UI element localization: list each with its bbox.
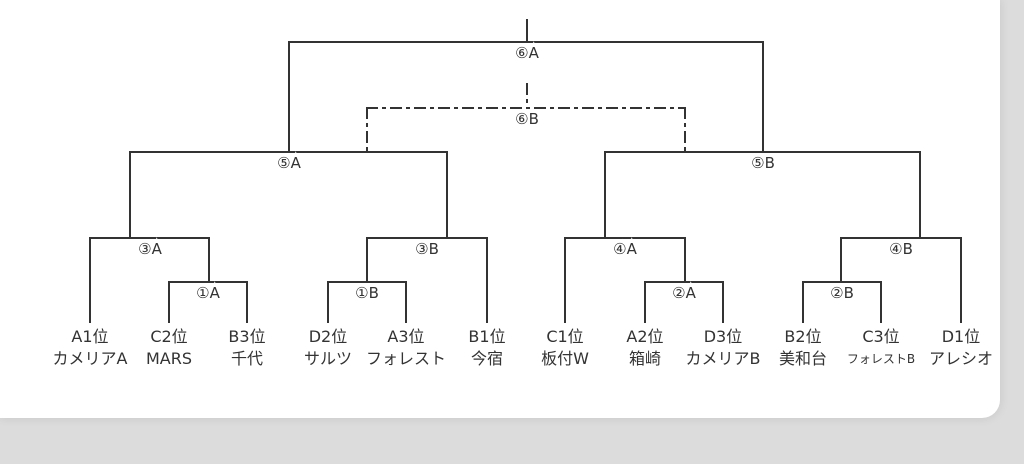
team-name: MARS: [146, 349, 192, 368]
team-seed: A3位: [387, 327, 424, 346]
match-label-4b: ④B: [889, 240, 913, 258]
team-name: フォレストB: [847, 352, 915, 366]
match-label-final-b: ⑥B: [515, 110, 539, 128]
team-seed: B1位: [468, 327, 505, 346]
match-labels: ⑥A ⑥B ⑤A ⑤B ③A ③B ④A ④B ①A ①B ②A ②B: [136, 42, 916, 305]
match-label-3a: ③A: [138, 240, 162, 258]
team-seed: D3位: [704, 327, 743, 346]
team-seed: A1位: [71, 327, 108, 346]
team-name: カメリアB: [686, 349, 761, 368]
team-name: 箱崎: [629, 349, 661, 368]
match-label-1b: ①B: [355, 284, 379, 302]
team-name: 今宿: [471, 349, 503, 368]
team-seed: A2位: [626, 327, 663, 346]
team-name: 千代: [231, 349, 263, 368]
team-seed: D1位: [942, 327, 981, 346]
team-seed: C1位: [546, 327, 583, 346]
match-label-3b: ③B: [415, 240, 439, 258]
team-name: カメリアA: [53, 349, 128, 368]
match-label-5b: ⑤B: [751, 154, 775, 172]
team-seed: C2位: [150, 327, 187, 346]
team-name: 美和台: [779, 349, 827, 368]
tournament-bracket: ⑥A ⑥B ⑤A ⑤B ③A ③B ④A ④B ①A ①B ②A ②B A1位 …: [53, 19, 993, 368]
team-labels: A1位 カメリアA C2位 MARS B3位 千代 D2位 サルツ A3位 フォ…: [53, 327, 993, 368]
team-seed: B3位: [228, 327, 265, 346]
match-label-2b: ②B: [830, 284, 854, 302]
match-label-final-a: ⑥A: [515, 44, 539, 62]
match-label-5a: ⑤A: [277, 154, 301, 172]
match-label-2a: ②A: [672, 284, 696, 302]
match-label-4a: ④A: [613, 240, 637, 258]
team-seed: B2位: [784, 327, 821, 346]
team-name: サルツ: [304, 349, 352, 368]
team-seed: D2位: [309, 327, 348, 346]
team-seed: C3位: [862, 327, 899, 346]
team-name: 板付W: [541, 349, 589, 368]
team-name: アレシオ: [929, 349, 993, 368]
match-label-1a: ①A: [196, 284, 220, 302]
team-name: フォレスト: [366, 349, 446, 368]
bracket-sheet: ⑥A ⑥B ⑤A ⑤B ③A ③B ④A ④B ①A ①B ②A ②B A1位 …: [0, 0, 1000, 418]
